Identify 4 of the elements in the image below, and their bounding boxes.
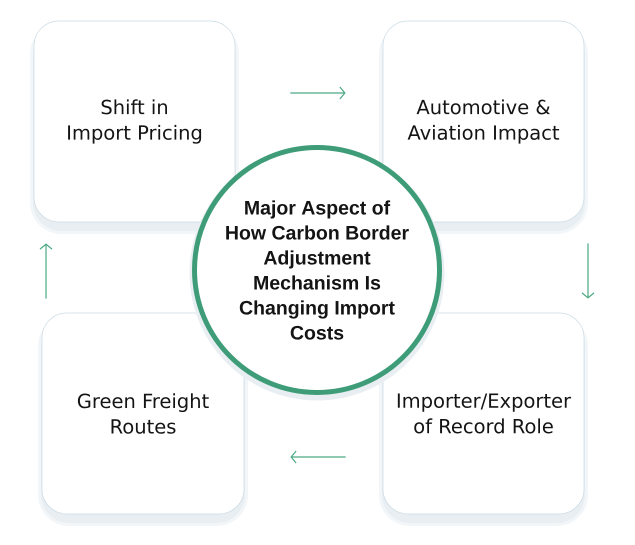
arrow xyxy=(40,243,52,299)
arrow xyxy=(582,243,594,299)
arrow xyxy=(290,450,346,464)
arrow xyxy=(290,86,346,100)
